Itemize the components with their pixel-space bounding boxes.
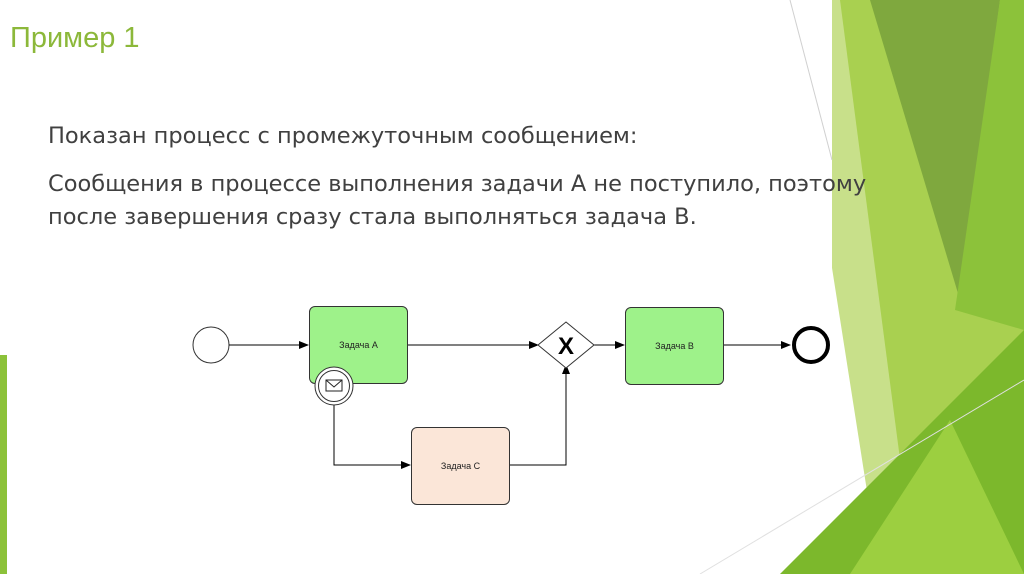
paragraph-explanation-line-1: Сообщения в процессе выполнения задачи A… [48,171,867,197]
envelope-icon [325,379,343,392]
task-a-label: Задача А [339,340,378,350]
flow-task-c-to-gateway [508,364,570,466]
message-boundary-event [314,366,354,406]
paragraph-explanation-line-2: после завершения сразу стала выполняться… [48,204,697,230]
task-b-label: Задача В [655,341,694,351]
task-c: Задача С [411,427,510,505]
decor-thin-line [789,0,833,161]
paragraph-intro: Показан процесс с промежуточным сообщени… [48,123,638,149]
decor-bottom-light-triangle [850,420,1024,574]
flow-message-to-task-c [333,402,411,469]
decor-thin-line-2 [699,379,1024,574]
gateway-x-symbol: X [558,333,574,360]
end-event-icon [792,326,830,364]
decor-green-triangle-right [955,0,1024,330]
task-c-label: Задача С [440,461,481,471]
paragraph-explanation: Сообщения в процессе выполнения задачи A… [48,168,1008,234]
decor-left-green-bar [0,355,7,574]
slide-title: Пример 1 [10,22,140,54]
start-event-icon [192,326,230,364]
content-panel [0,0,832,506]
exclusive-gateway-icon [537,321,595,369]
task-b: Задача В [625,307,724,385]
